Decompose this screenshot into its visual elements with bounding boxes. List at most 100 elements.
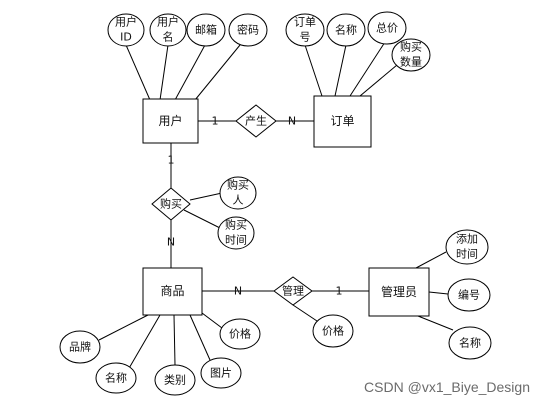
relationship-buy-diamond <box>151 187 191 221</box>
attr-admin-added-time-line2: 时间 <box>456 248 478 261</box>
attr-user-email-ellipse <box>186 13 226 47</box>
attr-user-password-ellipse <box>228 13 268 47</box>
watermark: CSDN @vx1_Biye_Design <box>364 379 530 395</box>
attr-user-name-line1: 用户 <box>157 15 179 29</box>
attr-user-id-ellipse <box>107 13 145 47</box>
line-order-name <box>334 44 347 97</box>
line-manage-price <box>292 304 321 324</box>
relationship-manage-label: 管理 <box>282 284 304 298</box>
relationship-buy: 购买 <box>151 187 191 221</box>
attr-product-image: 图片 <box>200 357 242 389</box>
attr-user-email: 邮箱 <box>186 13 226 47</box>
attr-order-no: 订单 号 <box>285 13 325 47</box>
attr-buy-buyer-ellipse <box>219 176 257 210</box>
attr-admin-number-label: 编号 <box>458 288 480 302</box>
entity-admin: 管理员 <box>368 267 430 317</box>
attr-product-name-ellipse <box>95 362 137 394</box>
attr-admin-number-ellipse <box>447 278 491 312</box>
attr-buy-time-line2: 时间 <box>225 234 247 247</box>
attr-order-no-ellipse <box>285 13 325 47</box>
attr-order-quantity-line2: 数量 <box>400 56 422 69</box>
line-order-quantity <box>359 64 398 97</box>
cardinality-produce-order: N <box>288 115 296 128</box>
attr-user-name-ellipse <box>149 13 187 47</box>
attr-order-name: 名称 <box>326 13 366 47</box>
attr-product-name-label: 名称 <box>105 371 127 385</box>
attr-order-quantity-line1: 购买 <box>400 40 422 54</box>
attr-manage-price-ellipse <box>312 314 354 348</box>
line-product-name <box>127 314 161 371</box>
attr-buy-buyer: 购买 人 <box>219 176 257 210</box>
attr-order-no-line1: 订单 <box>294 16 316 29</box>
attr-manage-price: 价格 <box>312 314 354 348</box>
line-buy-time <box>183 209 225 231</box>
attr-user-name: 用户 名 <box>149 13 187 47</box>
attr-order-name-ellipse <box>326 13 366 47</box>
entity-user: 用户 <box>142 98 199 144</box>
attr-product-category-ellipse <box>154 364 196 396</box>
attr-product-brand: 品牌 <box>59 330 101 364</box>
attr-buy-time: 购买 时间 <box>217 216 255 250</box>
cardinality-manage-admin: 1 <box>336 285 343 298</box>
attr-user-name-line2: 名 <box>163 30 174 44</box>
attr-product-image-label: 图片 <box>210 367 232 380</box>
line-user-password <box>194 44 241 101</box>
line-admin-name <box>417 315 454 331</box>
cardinality-product-manage: N <box>234 285 242 298</box>
entity-user-label: 用户 <box>158 113 182 128</box>
relationship-produce-label: 产生 <box>245 114 267 128</box>
relationship-produce: 产生 <box>235 104 277 138</box>
entity-user-box <box>142 98 199 144</box>
relationship-produce-diamond <box>235 104 277 138</box>
line-admin-number <box>428 291 449 295</box>
attr-order-total-label: 总价 <box>376 21 398 35</box>
attr-buy-time-ellipse <box>217 216 255 250</box>
attr-admin-name-ellipse <box>448 326 492 360</box>
line-user-name <box>159 44 169 101</box>
cardinality-user-buy: 1 <box>168 154 175 167</box>
attr-user-email-label: 邮箱 <box>195 23 217 37</box>
line-user-id <box>125 44 151 101</box>
relationship-manage: 管理 <box>273 276 313 306</box>
attr-user-id: 用户 ID <box>107 13 145 47</box>
entity-admin-box <box>368 267 430 317</box>
cardinality-buy-product: N <box>167 236 175 249</box>
attr-manage-price-label: 价格 <box>322 324 344 338</box>
entity-order-box <box>313 95 372 148</box>
relationship-buy-label: 购买 <box>160 197 182 211</box>
line-product-brand <box>98 314 149 341</box>
attr-buy-buyer-line1: 购买 <box>227 178 249 192</box>
line-admin-time <box>415 251 447 269</box>
attr-buy-time-line1: 购买 <box>225 218 247 232</box>
attr-product-image-ellipse <box>200 357 242 389</box>
attr-user-password: 密码 <box>228 13 268 47</box>
attr-product-name: 名称 <box>95 362 137 394</box>
attr-order-total-ellipse <box>367 11 407 45</box>
attr-admin-added-time-line1: 添加 <box>456 232 478 246</box>
attr-order-name-label: 名称 <box>335 23 357 37</box>
attr-order-quantity-ellipse <box>391 38 431 72</box>
line-buy-buyer <box>189 192 223 201</box>
attr-order-total: 总价 <box>367 11 407 45</box>
attr-admin-number: 编号 <box>447 278 491 312</box>
attr-product-brand-ellipse <box>59 330 101 364</box>
line-order-total <box>349 41 386 97</box>
attr-admin-name-label: 名称 <box>459 336 481 350</box>
attr-product-brand-label: 品牌 <box>69 340 91 354</box>
attr-product-category: 类别 <box>154 364 196 396</box>
attr-product-price-ellipse <box>219 318 261 350</box>
attr-user-id-line1: 用户 <box>115 15 137 29</box>
attr-buy-buyer-line2: 人 <box>233 194 244 207</box>
attr-admin-added-time: 添加 时间 <box>445 229 489 265</box>
line-product-image <box>189 314 211 361</box>
attr-admin-name: 名称 <box>448 326 492 360</box>
entity-order: 订单 <box>313 95 372 148</box>
attr-product-category-label: 类别 <box>164 373 186 387</box>
relationship-manage-diamond <box>273 276 313 306</box>
attr-order-quantity: 购买 数量 <box>391 38 431 72</box>
attr-product-price: 价格 <box>219 318 261 350</box>
entity-order-label: 订单 <box>330 114 354 128</box>
attr-user-id-line2: ID <box>120 31 132 44</box>
entity-product-box <box>142 267 203 316</box>
